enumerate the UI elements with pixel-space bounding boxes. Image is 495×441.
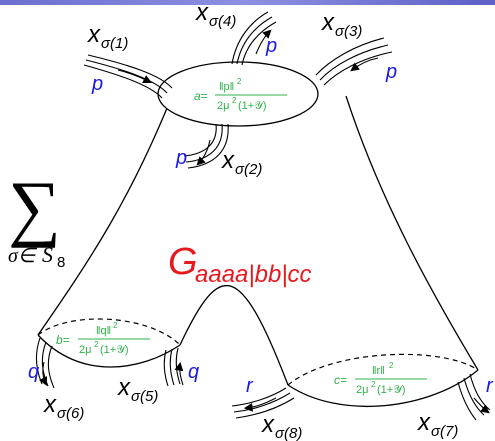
svg-text:(1+𝒴): (1+𝒴) xyxy=(100,344,129,356)
svg-text:2: 2 xyxy=(232,96,237,105)
svg-text:x: x xyxy=(221,147,235,174)
vertex-a-formula: a= ‖p‖ 2 2μ 2 (1+𝒴) xyxy=(194,77,287,112)
svg-text:2μ: 2μ xyxy=(356,384,368,396)
surface-outline xyxy=(37,95,479,408)
arrow-q-5 xyxy=(174,361,184,386)
momentum-arrows xyxy=(39,29,490,414)
svg-text:‖r‖: ‖r‖ xyxy=(372,365,385,377)
surface-right-edge xyxy=(345,95,479,371)
svg-text:x: x xyxy=(87,21,101,48)
svg-text:c=: c= xyxy=(334,373,347,387)
svg-text:2: 2 xyxy=(389,361,394,370)
leg-lines xyxy=(35,11,491,421)
momentum-label-r-7: r xyxy=(486,375,494,397)
svg-text:x: x xyxy=(417,409,431,436)
correlator-title-sub: aaaa|bb|cc xyxy=(195,261,312,288)
momentum-label-p-1: p xyxy=(91,73,103,95)
vertex-c-cut xyxy=(287,353,479,386)
arrow-p-1 xyxy=(117,69,152,83)
momentum-label-q-6: q xyxy=(28,361,39,383)
leg-label-8: x σ(8) xyxy=(261,411,302,441)
leg-label-7: x σ(7) xyxy=(417,409,458,440)
leg-label-4: x σ(4) xyxy=(195,0,236,30)
svg-text:σ(4): σ(4) xyxy=(209,13,236,30)
arrow-p-2 xyxy=(196,139,211,166)
arrow-q-6 xyxy=(39,361,47,386)
svg-text:2: 2 xyxy=(94,340,99,349)
momentum-label-p-3: p xyxy=(385,61,397,83)
leg-label-3: x σ(3) xyxy=(321,9,362,40)
arrow-p-4 xyxy=(255,29,272,55)
momentum-label-p-4: p xyxy=(265,35,277,57)
svg-text:‖p‖: ‖p‖ xyxy=(219,81,234,93)
svg-text:σ(3): σ(3) xyxy=(335,23,362,40)
surface-middle-hump xyxy=(179,284,289,386)
svg-text:σ(8): σ(8) xyxy=(275,425,302,441)
vertex-c-formula: c= ‖r‖ 2 2μ 2 (1+𝒴) xyxy=(334,361,427,396)
svg-text:a=: a= xyxy=(194,89,208,103)
slide-header-bar xyxy=(0,0,495,5)
svg-text:2μ: 2μ xyxy=(79,344,91,356)
svg-text:x: x xyxy=(321,9,335,36)
leg-label-5: x σ(5) xyxy=(117,374,158,405)
vertex-a-ellipse xyxy=(157,61,319,127)
momentum-label-p-2: p xyxy=(175,147,187,169)
momentum-label-q-5: q xyxy=(188,361,199,383)
arrow-r-8 xyxy=(243,397,277,412)
svg-text:x: x xyxy=(261,411,275,438)
svg-text:2μ: 2μ xyxy=(217,100,229,112)
svg-text:σ(5): σ(5) xyxy=(131,388,158,405)
svg-text:(1+𝒴): (1+𝒴) xyxy=(238,100,267,112)
leg-label-1: x σ(1) xyxy=(87,21,128,52)
svg-text:2: 2 xyxy=(237,77,242,86)
svg-text:b=: b= xyxy=(56,333,70,347)
momentum-label-r-8: r xyxy=(246,375,254,397)
correlator-title-main: G xyxy=(168,241,198,283)
summation-symbol: ∑ xyxy=(8,167,61,249)
svg-text:σ(2): σ(2) xyxy=(235,161,262,178)
summation-index-prefix: σ∈ xyxy=(8,245,38,267)
vertex-b-formula: b= ‖q‖ 2 2μ 2 (1+𝒴) xyxy=(56,321,150,356)
svg-text:σ(1): σ(1) xyxy=(101,35,128,52)
svg-text:2: 2 xyxy=(371,380,376,389)
summation-index-set: S xyxy=(42,242,53,267)
svg-text:σ(6): σ(6) xyxy=(57,405,84,422)
svg-text:x: x xyxy=(195,0,209,26)
leg-label-6: x σ(6) xyxy=(43,391,84,422)
summation: ∑ σ∈ S 8 xyxy=(8,167,65,271)
arrow-r-7 xyxy=(473,397,490,414)
svg-text:x: x xyxy=(117,374,131,401)
svg-text:‖q‖: ‖q‖ xyxy=(96,325,111,337)
svg-text:x: x xyxy=(43,391,57,418)
surface-left-edge xyxy=(37,95,173,336)
vertex-b-cut xyxy=(37,318,181,346)
leg-label-2: x σ(2) xyxy=(221,147,262,178)
correlator-title: G aaaa|bb|cc xyxy=(168,241,312,288)
svg-text:(1+𝒴): (1+𝒴) xyxy=(377,384,406,396)
svg-text:σ(7): σ(7) xyxy=(431,423,458,440)
summation-index-number: 8 xyxy=(57,254,65,271)
arrow-p-3 xyxy=(350,57,379,72)
svg-text:2: 2 xyxy=(113,321,118,330)
